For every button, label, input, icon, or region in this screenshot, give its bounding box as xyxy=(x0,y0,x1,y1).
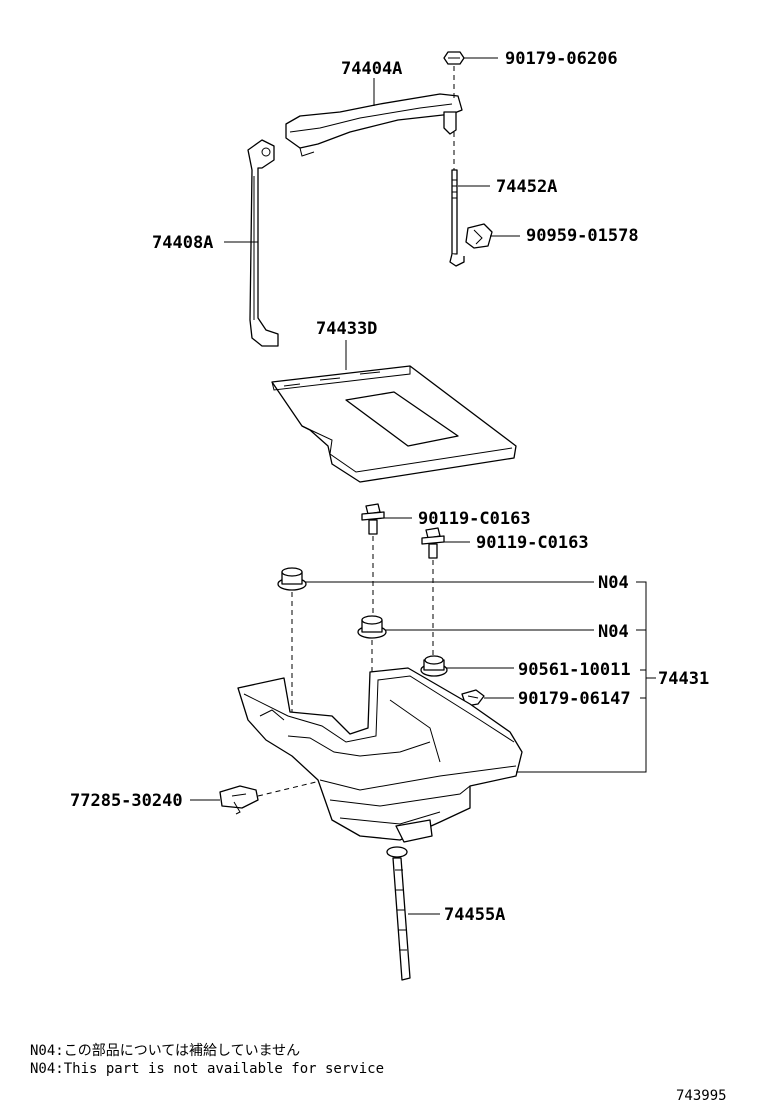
label-n04-b: N04 xyxy=(598,622,629,642)
label-90119-c0163-b: 90119-C0163 xyxy=(476,533,589,553)
label-74408a: 74408A xyxy=(152,233,213,253)
note-english: N04:This part is not available for servi… xyxy=(30,1061,385,1077)
label-74455a: 74455A xyxy=(444,905,505,925)
grommet-n04-b xyxy=(357,615,387,639)
battery-clamp xyxy=(285,93,463,157)
rod-74452a xyxy=(449,169,465,267)
label-74433d: 74433D xyxy=(316,319,377,339)
label-74404a: 74404A xyxy=(341,59,402,79)
label-90561-10011: 90561-10011 xyxy=(518,660,631,680)
label-90959-01578: 90959-01578 xyxy=(526,226,639,246)
nut-90179-06206 xyxy=(443,51,465,65)
nut-90561-10011 xyxy=(420,655,448,677)
label-90179-06147: 90179-06147 xyxy=(518,689,631,709)
hold-down-rod-74408a xyxy=(247,139,279,347)
illustration-code: 743995 xyxy=(676,1088,727,1104)
label-77285-30240: 77285-30240 xyxy=(70,791,183,811)
clip-77285-30240 xyxy=(219,785,259,815)
bolt-90119-c0163-a xyxy=(361,503,385,535)
note-japanese: N04:この部品については補給していません xyxy=(30,1043,301,1059)
bolt-74455a xyxy=(386,846,411,981)
label-n04-a: N04 xyxy=(598,573,629,593)
label-90179-06206: 90179-06206 xyxy=(505,49,618,69)
bolt-90119-c0163-b xyxy=(421,527,445,559)
label-74431: 74431 xyxy=(658,669,709,689)
grommet-n04-a xyxy=(277,567,307,591)
label-74452a: 74452A xyxy=(496,177,557,197)
battery-carrier-74431 xyxy=(237,667,523,843)
label-90119-c0163-a: 90119-C0163 xyxy=(418,509,531,529)
battery-tray-74433d xyxy=(271,365,517,483)
leader-lines xyxy=(190,57,656,915)
clip-90959-01578 xyxy=(465,223,493,249)
